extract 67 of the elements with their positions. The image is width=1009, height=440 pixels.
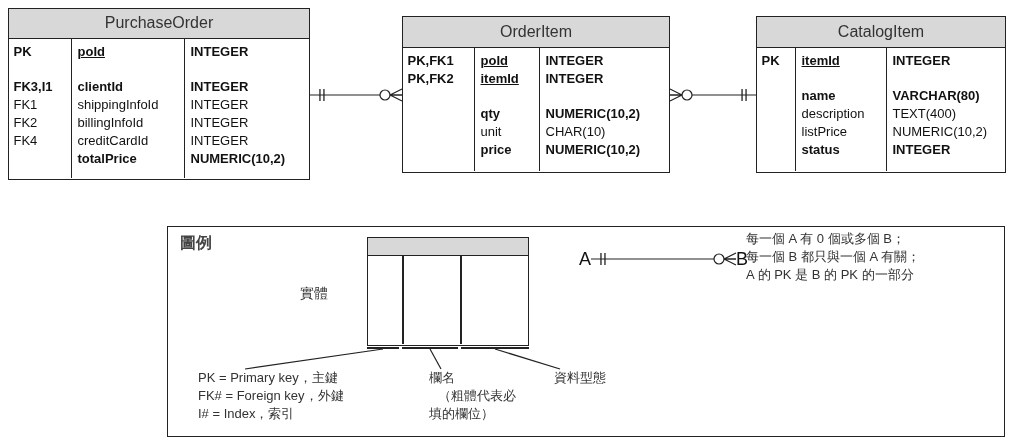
column-name: price: [480, 141, 512, 158]
data-type: NUMERIC(10,2): [545, 141, 641, 158]
data-type: TEXT(400): [892, 105, 957, 122]
legend-text: FK# = Foreign key，外鍵: [198, 387, 345, 405]
data-type: CHAR(10): [545, 123, 606, 140]
legend-text: 資料型態: [554, 369, 607, 387]
relationship-line: [590, 252, 737, 266]
column-name: itemId: [801, 52, 840, 69]
column-name: description: [801, 105, 865, 122]
column-name: unit: [480, 123, 502, 140]
key-label: PK,FK1: [407, 52, 454, 69]
column-name: poId: [77, 43, 105, 60]
data-type: NUMERIC(10,2): [892, 123, 988, 140]
leader-line: [429, 348, 442, 370]
key-label: FK3,I1: [13, 78, 53, 95]
data-type: INTEGER: [892, 52, 951, 69]
data-type: INTEGER: [892, 141, 951, 158]
column-name: status: [801, 141, 840, 158]
column-name: poId: [480, 52, 508, 69]
legend-note: 每一個 B 都只與一個 A 有關；: [746, 248, 921, 264]
column-name: qty: [480, 105, 500, 122]
table-header: CatalogItem: [757, 17, 1005, 48]
relationship-line: [669, 88, 757, 102]
key-label: PK: [13, 43, 32, 60]
legend-note: 每一個 A 有 0 個或多個 B；: [746, 230, 905, 248]
data-type: INTEGER: [190, 114, 249, 131]
entity-table: [402, 16, 670, 173]
data-type: INTEGER: [190, 43, 249, 60]
legend-text: 欄名: [429, 369, 456, 387]
relationship-line: [309, 88, 403, 102]
legend-note: A 的 PK 是 B 的 PK 的一部分: [746, 266, 914, 284]
data-type: INTEGER: [190, 132, 249, 149]
column-name: totalPrice: [77, 150, 137, 167]
column-name: creditCardId: [77, 132, 149, 149]
legend-box: [167, 226, 1005, 437]
data-type: INTEGER: [545, 52, 604, 69]
data-type: INTEGER: [545, 70, 604, 87]
entity-letter: B: [736, 249, 748, 269]
data-type: INTEGER: [190, 78, 249, 95]
key-label: PK,FK2: [407, 70, 454, 87]
data-type: NUMERIC(10,2): [190, 150, 286, 167]
entity-table: [756, 16, 1006, 173]
column-name: name: [801, 87, 836, 104]
data-type: NUMERIC(10,2): [545, 105, 641, 122]
table-header: OrderItem: [403, 17, 669, 48]
key-label: PK: [761, 52, 780, 69]
key-label: FK1: [13, 96, 38, 113]
entity-letter: A: [579, 249, 591, 269]
leader-line: [244, 348, 384, 370]
entity-table: [8, 8, 310, 180]
legend-text: I# = Index，索引: [198, 405, 296, 423]
column-name: listPrice: [801, 123, 847, 140]
leader-line: [494, 348, 561, 370]
column-name: billingInfoId: [77, 114, 144, 131]
key-label: FK2: [13, 114, 38, 131]
column-name: itemId: [480, 70, 519, 87]
legend-text: （粗體代表必填的欄位）: [429, 387, 517, 423]
legend-title: 圖例: [180, 233, 212, 253]
data-type: INTEGER: [190, 96, 249, 113]
data-type: VARCHAR(80): [892, 87, 980, 104]
key-label: FK4: [13, 132, 38, 149]
column-name: shippingInfoId: [77, 96, 159, 113]
table-header: PurchaseOrder: [9, 9, 309, 39]
entity-label: 實體: [300, 284, 328, 302]
column-name: clientId: [77, 78, 123, 95]
legend-text: PK = Primary key，主鍵: [198, 369, 339, 387]
table-drawing: [367, 237, 529, 346]
